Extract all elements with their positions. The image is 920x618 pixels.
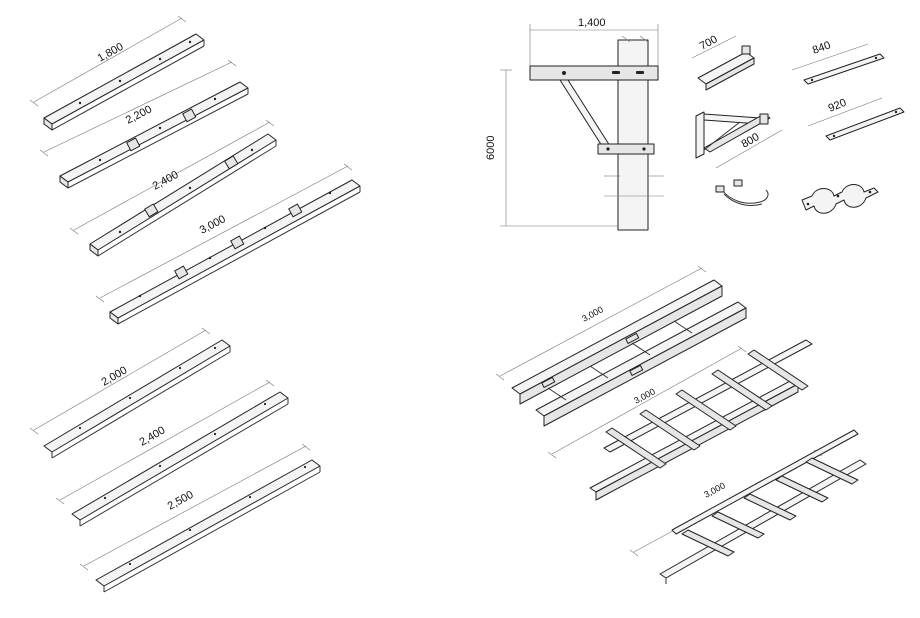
u-bolt xyxy=(715,179,769,207)
angle-2000: 2,000 xyxy=(29,327,231,459)
beam-1800-label: 1,800 xyxy=(96,41,126,65)
beam-2400-label: 2,400 xyxy=(151,169,181,193)
tray-2: 3,000 xyxy=(547,339,813,501)
tray-3-label: 3,000 xyxy=(702,480,727,499)
angle-2500: 2,500 xyxy=(79,443,321,593)
strap-840: 840 xyxy=(791,39,885,85)
arm-700: 700 xyxy=(691,33,755,91)
beam-1800: 1,800 xyxy=(29,15,205,131)
beam-3000-label: 3,000 xyxy=(198,213,228,237)
pole-height-label: 6000 xyxy=(485,136,497,160)
tray-2-label: 3,000 xyxy=(632,386,657,405)
strap-840-label: 840 xyxy=(811,39,832,57)
tray-1: 3,000 xyxy=(495,265,747,427)
pipe-clamp xyxy=(801,184,879,214)
tray-1-label: 3,000 xyxy=(580,304,605,323)
angle-2500-label: 2,500 xyxy=(166,489,196,513)
angle-2000-label: 2,000 xyxy=(100,364,130,388)
tray-3: 3,000 xyxy=(629,429,867,584)
support-800: 800 xyxy=(695,111,783,169)
pole-width-label: 1,400 xyxy=(578,17,606,29)
beam-2200-label: 2,200 xyxy=(124,103,154,126)
arm-700-label: 700 xyxy=(698,33,720,52)
pole-elevation: 1,400 6000 xyxy=(485,17,664,231)
beam-3000: 3,000 xyxy=(95,163,361,325)
angle-2400-label: 2,400 xyxy=(138,424,168,448)
strap-920: 920 xyxy=(807,97,905,141)
beam-2400: 2,400 xyxy=(69,119,277,257)
